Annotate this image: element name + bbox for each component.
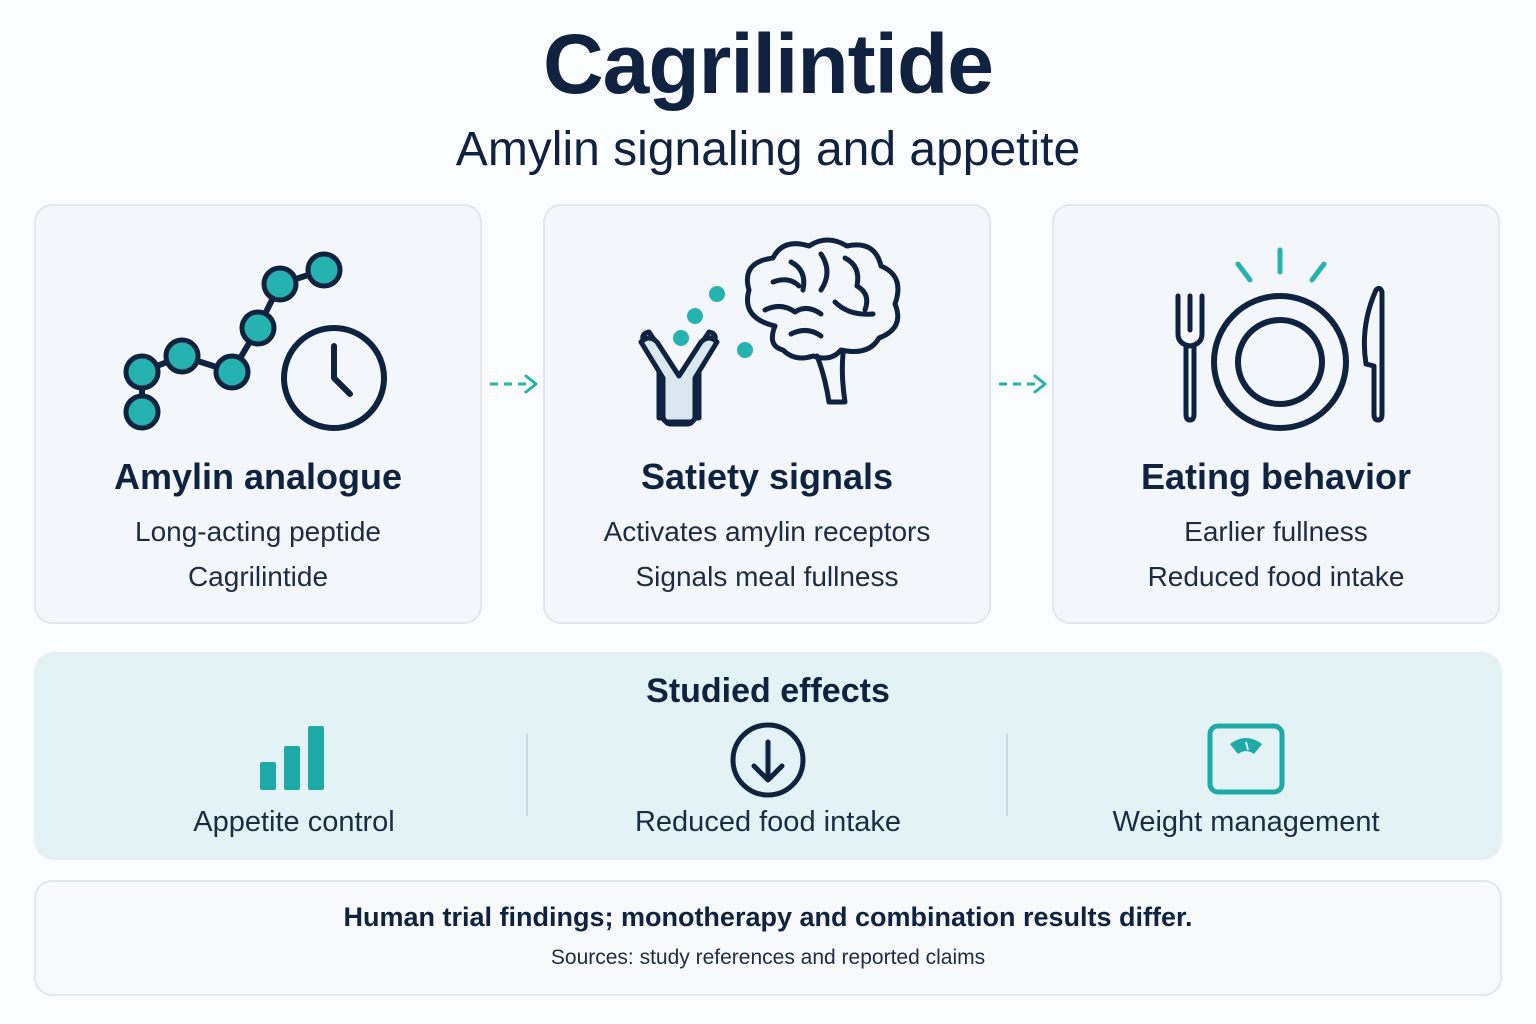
scale-icon: [1207, 723, 1285, 795]
card-satiety-signals: Satiety signals Activates amylin recepto…: [543, 204, 991, 624]
effects-title: Studied effects: [646, 672, 890, 710]
divider: [1006, 734, 1008, 816]
card-line: Activates amylin receptors: [603, 516, 931, 547]
down-arrow-circle-icon: [730, 722, 806, 798]
divider: [526, 734, 528, 816]
card-title: Amylin analogue: [113, 456, 403, 497]
footer-sources: Sources: study references and reported c…: [550, 946, 986, 969]
effect-weight-management: Weight management: [1046, 722, 1446, 852]
flow-arrow-icon: [999, 374, 1047, 394]
footer-note: Human trial findings; monotherapy and co…: [343, 902, 1193, 932]
card-line: Long-acting peptide: [135, 516, 381, 547]
effect-label: Appetite control: [193, 806, 395, 838]
card-eating-behavior: Eating behavior Earlier fullness Reduced…: [1052, 204, 1500, 624]
peptide-chain-clock-icon: [123, 251, 387, 431]
card-title: Satiety signals: [640, 456, 894, 497]
effect-label: Weight management: [1112, 806, 1380, 838]
card-title: Eating behavior: [1140, 456, 1412, 497]
studied-effects-panel: Studied effects Appetite control Reduced…: [34, 652, 1502, 860]
bar-chart-icon: [260, 726, 324, 790]
effect-label: Reduced food intake: [634, 806, 902, 838]
card-line: Reduced food intake: [1147, 561, 1405, 592]
card-amylin-analogue: Amylin analogue Long-acting peptide Cagr…: [34, 204, 482, 624]
card-line: Signals meal fullness: [635, 561, 899, 592]
plate-fork-knife-icon: [1175, 247, 1385, 431]
footer-note-box: Human trial findings; monotherapy and co…: [34, 880, 1502, 996]
effect-appetite-control: Appetite control: [94, 722, 494, 852]
page-title: Cagrilintide: [542, 17, 994, 111]
receptor-brain-icon: [638, 237, 901, 427]
card-line: Earlier fullness: [1184, 516, 1368, 547]
card-line: Cagrilintide: [187, 561, 329, 592]
page-subtitle: Amylin signaling and appetite: [455, 123, 1081, 176]
flow-arrow-icon: [490, 374, 538, 394]
effect-reduced-food-intake: Reduced food intake: [568, 722, 968, 852]
